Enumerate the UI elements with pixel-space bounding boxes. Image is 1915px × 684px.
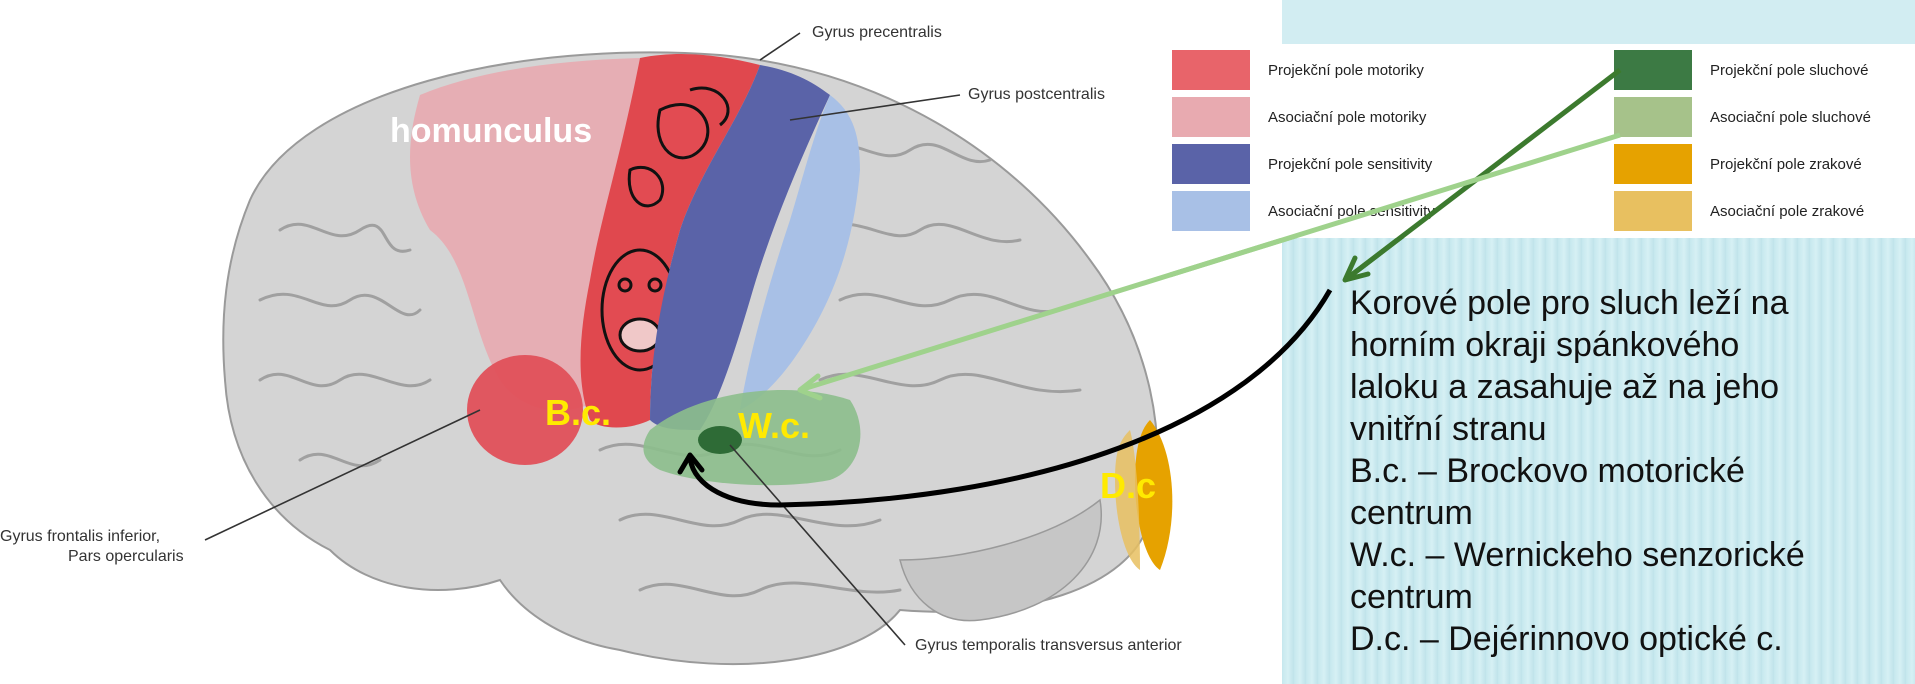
arrow-association-auditory-top [1170, 135, 1620, 275]
label-broca: B.c. [545, 392, 611, 434]
label-gyrus-precentralis: Gyrus precentralis [812, 24, 942, 42]
label-gyrus-postcentralis: Gyrus postcentralis [968, 86, 1105, 104]
description-line: centrum [1350, 576, 1910, 618]
arrow-projection-auditory-top [1345, 70, 1620, 280]
label-dejerine: D.c [1100, 465, 1156, 507]
label-gyrus-temporalis: Gyrus temporalis transversus anterior [915, 637, 1182, 655]
label-gyrus-frontalis-line1: Gyrus frontalis inferior, [0, 528, 160, 546]
label-gyrus-frontalis-line2: Pars opercularis [68, 548, 184, 566]
description-line: D.c. – Dejérinnovo optické c. [1350, 618, 1910, 660]
description-line: W.c. – Wernickeho senzorické [1350, 534, 1910, 576]
description-text: Korové pole pro sluch leží na horním okr… [1350, 282, 1910, 660]
description-line: horním okraji spánkového [1350, 324, 1910, 366]
description-line: vnitřní stranu [1350, 408, 1910, 450]
label-homunculus: homunculus [390, 112, 592, 151]
description-line: B.c. – Brockovo motorické [1350, 450, 1910, 492]
description-line: Korové pole pro sluch leží na [1350, 282, 1910, 324]
description-line: laloku a zasahuje až na jeho [1350, 366, 1910, 408]
description-line: centrum [1350, 492, 1910, 534]
label-wernicke: W.c. [738, 405, 810, 447]
